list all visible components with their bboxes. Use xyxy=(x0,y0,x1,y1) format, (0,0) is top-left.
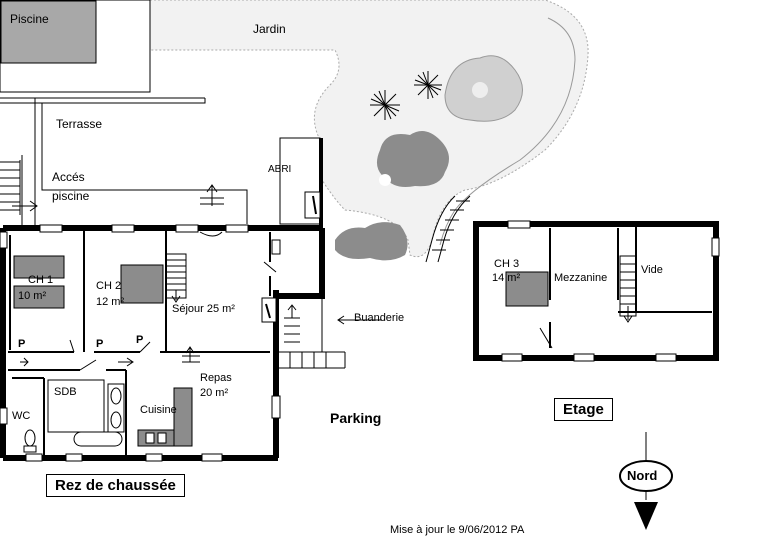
ch1-name: CH 1 xyxy=(28,274,54,286)
pool-access-stairs xyxy=(0,160,21,215)
upper-floor xyxy=(473,220,720,362)
upper-floor-title: Etage xyxy=(554,398,613,421)
living-label: Séjour 25 m² xyxy=(172,303,235,315)
kitchen-label: Cuisine xyxy=(140,404,177,416)
pool-access-label-1: Accés xyxy=(52,170,85,184)
pool-access-label-2: piscine xyxy=(52,189,90,203)
ch3-area: 14 m² xyxy=(492,272,521,284)
ch3-name: CH 3 xyxy=(494,258,520,270)
meals-label-2: 20 m² xyxy=(200,387,229,399)
garden-label: Jardin xyxy=(253,22,286,36)
pool-label: Piscine xyxy=(10,12,49,26)
terrace-label: Terrasse xyxy=(56,117,103,131)
ground-floor xyxy=(0,184,325,462)
closet-p2: P xyxy=(96,338,104,350)
compass xyxy=(619,432,673,530)
laundry-stairs xyxy=(277,295,382,369)
closet-p3: P xyxy=(136,334,144,346)
compass-label: Nord xyxy=(627,468,658,483)
pool xyxy=(0,0,151,93)
ch2-name: CH 2 xyxy=(96,280,122,292)
update-note: Mise à jour le 9/06/2012 PA xyxy=(390,524,525,536)
garden-area xyxy=(149,0,589,258)
mezzanine-label: Mezzanine xyxy=(554,272,608,284)
shelter-label: ABRI xyxy=(268,164,292,175)
parking-label: Parking xyxy=(330,410,382,426)
laundry-label: Buanderie xyxy=(354,312,405,324)
closet-p1: P xyxy=(18,338,26,350)
ch1-area: 10 m² xyxy=(18,290,47,302)
void-label: Vide xyxy=(641,264,663,276)
shrubs xyxy=(335,55,523,261)
ch2-area: 12 m² xyxy=(96,296,125,308)
ground-floor-title: Rez de chaussée xyxy=(46,474,185,497)
garden-path xyxy=(425,195,471,263)
shelter xyxy=(279,137,323,230)
terrace-outline xyxy=(0,97,248,230)
meals-label-1: Repas xyxy=(200,372,232,384)
palm-trees xyxy=(370,71,442,120)
wc-label: WC xyxy=(12,410,31,422)
bath-label: SDB xyxy=(54,386,77,398)
